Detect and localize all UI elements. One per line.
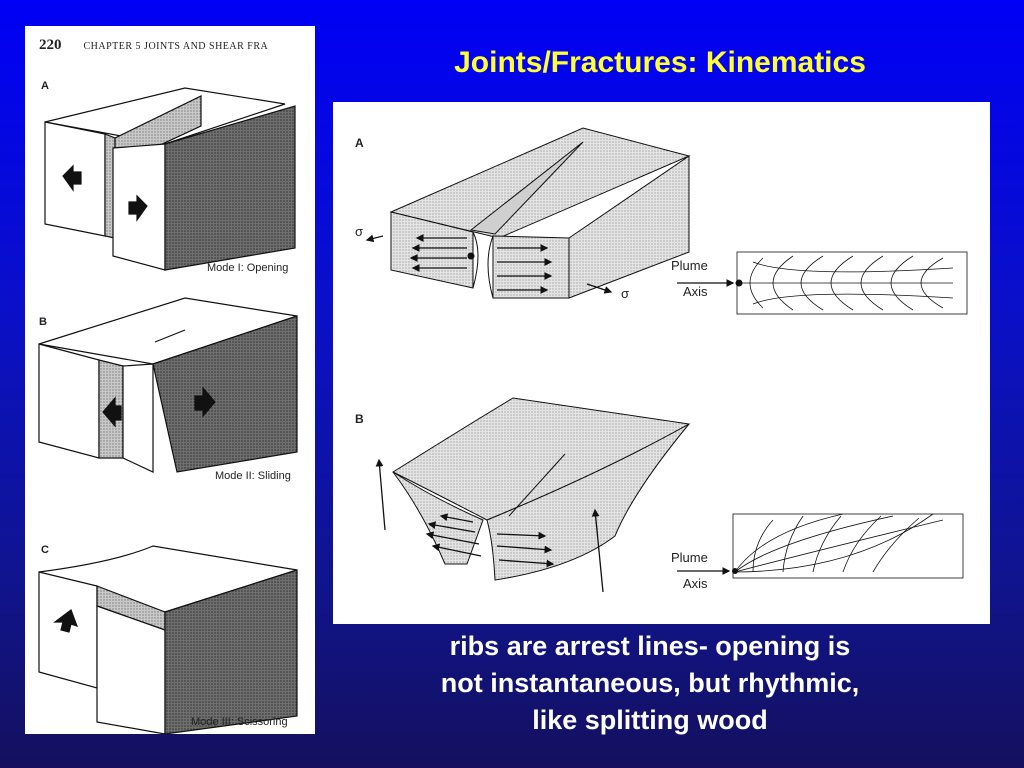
figure-panel-letter-a: A (355, 136, 364, 150)
panel-b-block (375, 397, 691, 593)
panel-a-axis-label: Axis (683, 284, 708, 299)
plume-diagram-drawing (365, 127, 968, 593)
figure-panel-letter-b: B (355, 412, 364, 426)
plume-structure-figure: A σ σ Plume Axis B Plume Axis (333, 102, 990, 624)
page-header: 220 CHAPTER 5 JOINTS AND SHEAR FRA (39, 36, 268, 54)
caption-line-3: like splitting wood (532, 705, 768, 735)
sigma-label-right: σ (621, 286, 630, 301)
mode-iii-block (38, 545, 298, 734)
caption-line-1: ribs are arrest lines- opening is (449, 631, 851, 661)
textbook-page-figure: 220 CHAPTER 5 JOINTS AND SHEAR FRA A Mode… (25, 26, 315, 734)
panel-b-axis-label: Axis (683, 576, 708, 591)
panel-a-plume-origin (735, 279, 743, 287)
panel-b-plume (732, 513, 964, 579)
panel-a-plume (736, 251, 968, 315)
mode-ii-caption: Mode II: Sliding (215, 470, 291, 482)
page-number: 220 (39, 37, 62, 53)
panel-letter-a: A (41, 80, 49, 92)
sigma-label-left: σ (355, 224, 364, 239)
panel-letter-b: B (39, 316, 47, 328)
chapter-heading: CHAPTER 5 JOINTS AND SHEAR FRA (83, 41, 269, 52)
panel-a-plume-label: Plume (671, 258, 708, 273)
slide-caption: ribs are arrest lines- opening is not in… (360, 628, 940, 739)
panel-b-plume-label: Plume (671, 550, 708, 565)
panel-letter-c: C (41, 544, 49, 556)
mode-i-block (44, 87, 296, 271)
caption-line-2: not instantaneous, but rhythmic, (440, 668, 860, 698)
mode-ii-block (38, 297, 298, 473)
mode-i-caption: Mode I: Opening (207, 262, 289, 274)
mode-iii-caption: Mode III: Scissoring (191, 716, 288, 728)
slide-title: Joints/Fractures: Kinematics (454, 46, 866, 79)
panel-a-block (365, 127, 691, 299)
panel-b-plume-origin (732, 568, 738, 574)
fracture-modes-drawing (38, 87, 298, 734)
